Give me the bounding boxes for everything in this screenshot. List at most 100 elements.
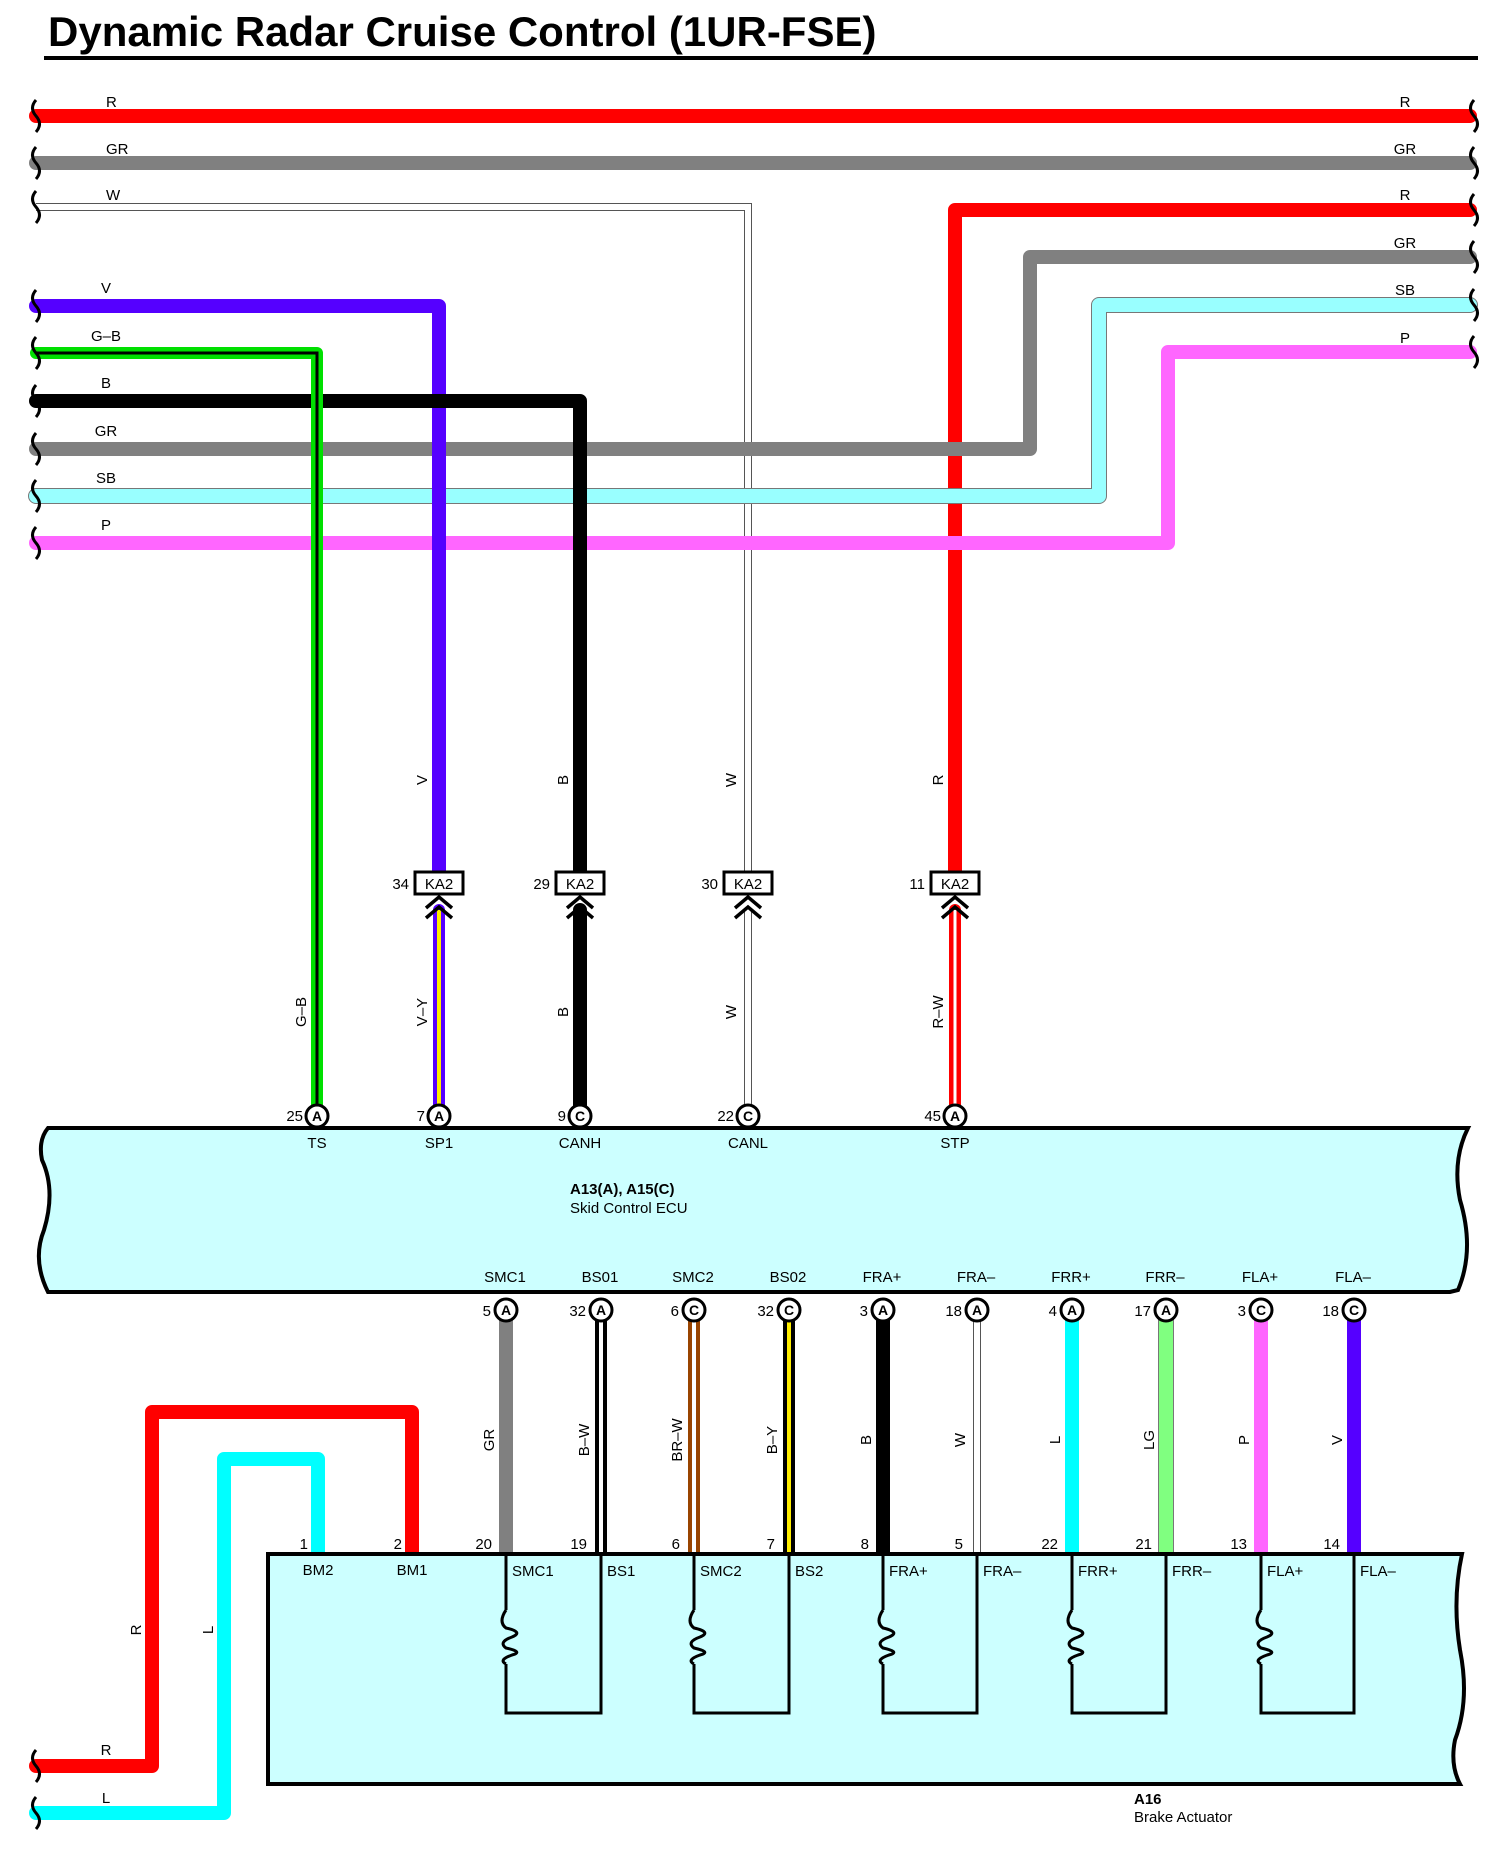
wire-label: V	[101, 280, 111, 297]
coil-icon	[1066, 1609, 1085, 1666]
pin-number: 20	[475, 1536, 492, 1553]
pin-connector-letter: A	[972, 1302, 982, 1318]
ecu-bottom-pin: A	[964, 1297, 990, 1323]
wire-label: W	[723, 772, 740, 787]
wire-break-mark	[1469, 335, 1479, 369]
wire-gb-ts	[30, 347, 323, 1114]
ka2-box	[413, 870, 465, 896]
wire-label: R	[128, 1624, 145, 1635]
wire-label: GR	[1394, 141, 1417, 158]
wire-break-mark	[31, 336, 41, 370]
actuator-subtitle: Brake Actuator	[1134, 1809, 1232, 1826]
ka2-chevron	[424, 894, 454, 920]
wire-break-mark	[31, 190, 41, 224]
wire-label: B	[858, 1435, 875, 1445]
wire-label: SB	[96, 470, 116, 487]
pin-number: 4	[1049, 1303, 1057, 1320]
solenoid-valve	[1066, 1556, 1168, 1715]
pin-ring	[942, 1103, 968, 1129]
wire-sb-mid	[28, 297, 1478, 504]
solenoid-loop	[504, 1556, 603, 1715]
terminal-name: FRA–	[957, 1269, 996, 1286]
wire-label: B	[555, 775, 572, 785]
actuator-box	[266, 1552, 1466, 1786]
pin-number: 32	[757, 1303, 774, 1320]
wire-r-stp	[948, 203, 1477, 887]
pin-number: 21	[1135, 1536, 1152, 1553]
ka2-pin: 30	[701, 876, 718, 893]
solenoid-loop	[1070, 1556, 1168, 1715]
wire-break-mark	[1469, 240, 1479, 274]
wire-gr-mid	[29, 250, 1477, 456]
terminal-name: FRA+	[889, 1563, 928, 1580]
pin-number: 17	[1134, 1303, 1151, 1320]
wire-label: R	[101, 1742, 112, 1759]
wire-break-mark	[1469, 288, 1479, 322]
pin-number: 22	[717, 1108, 734, 1125]
ecu-bottom-pin: A	[1153, 1297, 1179, 1323]
ecu-subtitle: Skid Control ECU	[570, 1200, 688, 1217]
wire-break-mark	[1469, 146, 1479, 180]
wire-label: SB	[1395, 282, 1415, 299]
ka2-connector: KA2 30	[701, 870, 774, 920]
wire-label: R–W	[930, 994, 947, 1028]
terminal-name: BM1	[397, 1562, 428, 1579]
ecu-top-pin: A	[942, 1103, 968, 1129]
terminal-name: CANL	[728, 1135, 768, 1152]
terminal-name: FRR–	[1172, 1563, 1212, 1580]
pin-ring	[1059, 1297, 1085, 1323]
wire-label: B–W	[576, 1423, 593, 1456]
pin-connector-letter: C	[743, 1108, 753, 1124]
wire-break-mark	[31, 479, 41, 513]
wire-gb-stripe	[36, 351, 319, 1108]
wire-label: LG	[1141, 1430, 1158, 1450]
ka2-chevron	[565, 894, 595, 920]
pin-connector-letter: A	[1067, 1302, 1077, 1318]
ka2-name: KA2	[734, 876, 762, 893]
wire-label: P	[1400, 330, 1410, 347]
wire-label: GR	[1394, 235, 1417, 252]
wire-body	[29, 1405, 419, 1773]
wire-label: BR–W	[669, 1417, 686, 1461]
pin-number: 9	[558, 1108, 566, 1125]
wire-label: G–B	[91, 328, 121, 345]
terminal-name: SP1	[425, 1135, 453, 1152]
coil-icon	[877, 1609, 896, 1666]
wire-break-mark	[31, 432, 41, 466]
wire-label: P	[101, 517, 111, 534]
ecu-bottom-pin: C	[1341, 1297, 1367, 1323]
ecu-bottom-pin: C	[681, 1297, 707, 1323]
pin-ring	[1341, 1297, 1367, 1323]
pin-ring	[304, 1103, 330, 1129]
terminal-name: BM2	[303, 1562, 334, 1579]
pin-ring	[735, 1103, 761, 1129]
terminal-name: BS02	[770, 1269, 807, 1286]
wire-break-mark	[1469, 99, 1479, 133]
wire-break-mark	[31, 1749, 41, 1783]
pin-connector-letter: A	[434, 1108, 444, 1124]
pin-number: 14	[1323, 1536, 1340, 1553]
ka2-box	[554, 870, 606, 896]
pin-number: 19	[570, 1536, 587, 1553]
ecu-bottom-pin: A	[588, 1297, 614, 1323]
pin-number: 18	[1322, 1303, 1339, 1320]
pin-connector-letter: A	[878, 1302, 888, 1318]
solenoid-loop	[692, 1556, 791, 1715]
ka2-chevron	[733, 894, 763, 920]
pin-connector-letter: A	[312, 1108, 322, 1124]
wire-label: R	[1400, 94, 1411, 111]
wire-label: L	[102, 1790, 110, 1807]
wire-v-sp1	[29, 299, 446, 887]
pin-number: 22	[1041, 1536, 1058, 1553]
terminal-name: FRA+	[863, 1269, 902, 1286]
pin-number: 5	[955, 1536, 963, 1553]
ecu-top-pin: A	[304, 1103, 330, 1129]
wire-label: R	[930, 774, 947, 785]
diagram-title: Dynamic Radar Cruise Control (1UR-FSE)	[48, 8, 877, 55]
ecu-top-pin: A	[426, 1103, 452, 1129]
terminal-name: STP	[940, 1135, 969, 1152]
pin-number: 6	[671, 1303, 679, 1320]
ecu-bottom-pin: A	[1059, 1297, 1085, 1323]
wire-label: L	[200, 1626, 217, 1634]
wire-p-mid	[29, 345, 1477, 550]
